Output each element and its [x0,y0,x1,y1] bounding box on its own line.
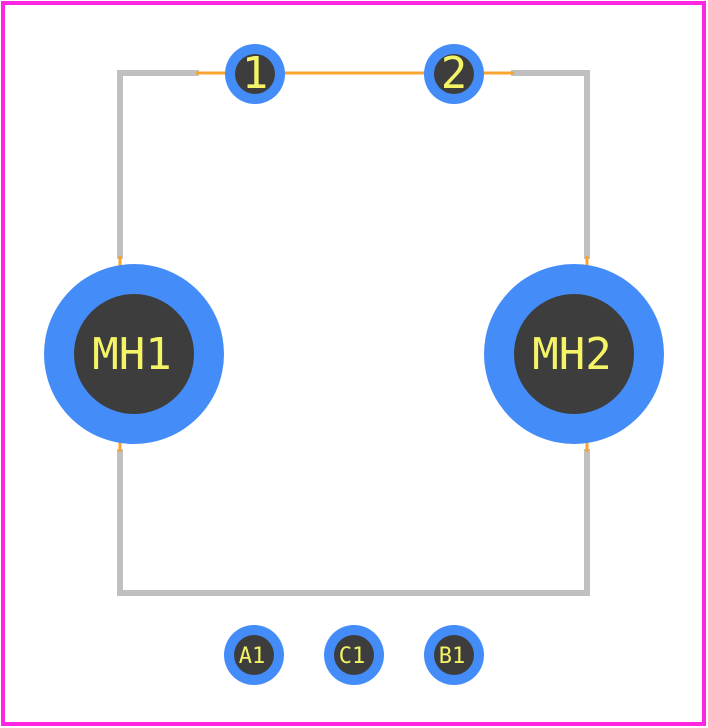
pad-2-hole [434,54,474,94]
pad-1[interactable]: 1 [225,44,285,104]
pad-1-hole [235,54,275,94]
pad-b1[interactable]: B1 [424,625,484,685]
pad-a1-label: A1 [239,644,266,669]
silkscreen-top-left [117,70,199,259]
pad-c1[interactable]: C1 [324,625,384,685]
pad-b1-hole [434,635,474,675]
pad-1-label: 1 [242,48,269,99]
pad-2-label: 2 [441,48,468,99]
mh1-label: MH1 [92,329,171,380]
mh1-hole [74,294,194,414]
mh2-label: MH2 [532,329,611,380]
mh2-hole [514,294,634,414]
pad-a1-hole [234,635,274,675]
mounting-hole-mh1[interactable]: MH1 [44,264,224,444]
pad-b1-label: B1 [439,644,466,669]
pad-c1-label: C1 [339,644,366,669]
silkscreen-bottom [117,449,590,596]
silkscreen-top-right [511,70,590,259]
pad-2[interactable]: 2 [424,44,484,104]
silkscreen-outline [117,70,590,596]
mounting-hole-mh2[interactable]: MH2 [484,264,664,444]
pad-a1[interactable]: A1 [224,625,284,685]
pad-c1-hole [334,635,374,675]
